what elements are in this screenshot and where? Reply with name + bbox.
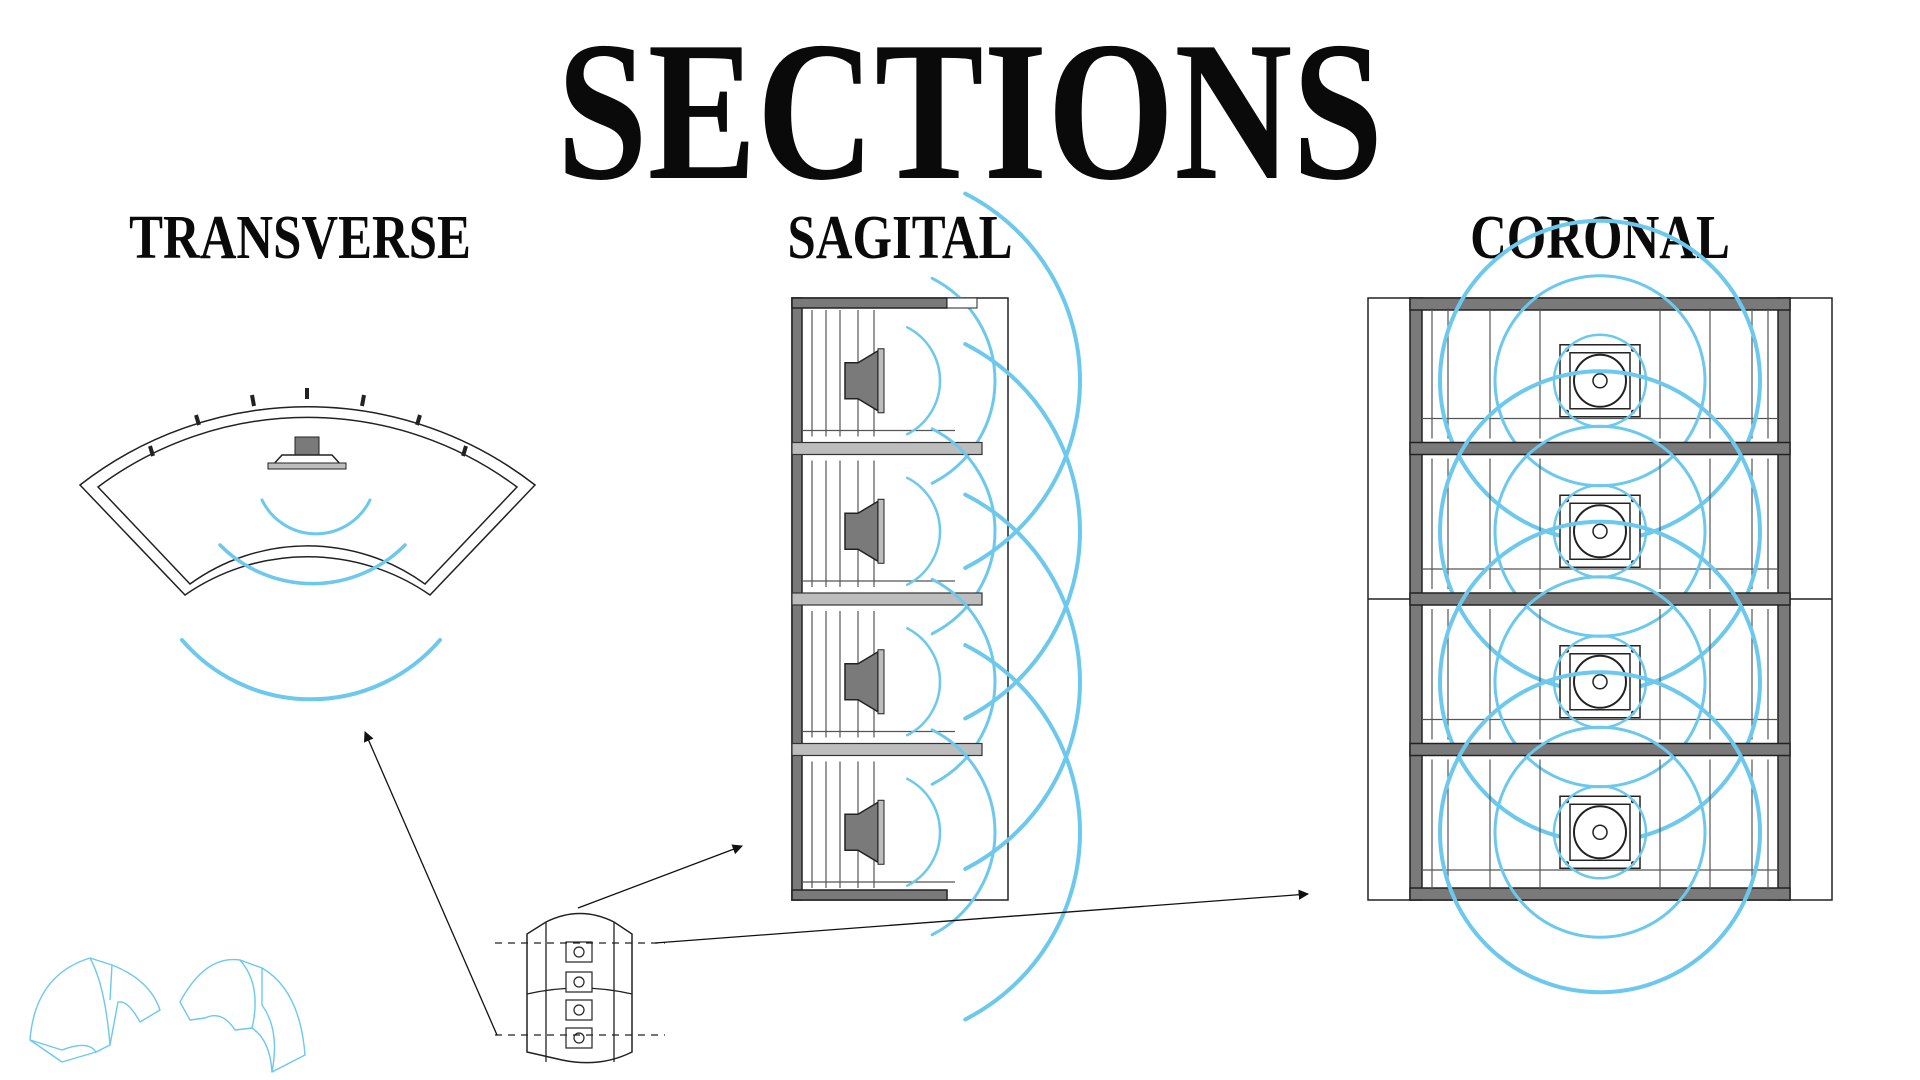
arrow-to-coronal [654,889,1310,944]
arrow-to-transverse [363,731,498,1036]
sagital-driver-cone [877,649,885,715]
section-arrows [363,731,1310,1036]
sagital-top-wall [791,297,948,309]
coronal-driver-dust-cap [1592,373,1608,389]
sagital-wave [905,326,942,436]
section-label-coronal: CORONAL [1470,203,1730,272]
sagital-wave [930,728,997,937]
transverse-waves [180,498,442,702]
sagital-wave [930,577,997,786]
coronal-driver-dust-cap [1592,674,1608,690]
sagital-shelf [791,742,983,757]
transverse-section [78,388,537,702]
sagital-shelf [791,592,983,606]
coronal-top-wall [1409,297,1791,311]
stack-isometric-icon [495,912,665,1064]
transverse-shell [78,406,537,596]
sagital-section [791,191,1082,1022]
sagital-driver-cone [877,498,885,564]
sagital-wave [930,427,997,636]
transverse-driver-icon [267,436,347,470]
coronal-shelf [1409,742,1791,757]
coronal-shelf [1409,441,1791,456]
horn-sketch-right [179,958,306,1073]
coronal-section [1367,218,1833,995]
coronal-driver-dust-cap [1592,824,1608,841]
page-title: SECTIONS [557,2,1383,222]
sagital-wave [963,191,1082,570]
sagital-wave [905,476,942,586]
sagital-top-cap [946,297,978,309]
sagital-wave [963,342,1082,721]
transverse-shell-inner [96,416,519,585]
coronal-wave [1493,725,1707,939]
sagital-bottom-wall [791,889,948,901]
sagital-wave [963,492,1082,871]
coronal-wave [1438,670,1762,995]
coronal-driver-dust-cap [1592,523,1608,540]
transverse-ribs [148,388,468,457]
coronal-wave [1552,785,1648,880]
sagital-wave [905,777,942,887]
coronal-bottom-wall [1409,887,1791,901]
arrow-to-sagital [577,844,743,909]
section-label-sagital: SAGITAL [787,203,1012,272]
horn-sketch-left [29,957,161,1063]
sagital-shelf [791,441,983,456]
sagital-wave [905,627,942,737]
sagital-wave [963,643,1082,1022]
sagital-driver-cone [877,348,885,414]
coronal-shelf [1409,592,1791,606]
sagital-driver-cone [877,799,885,865]
section-label-transverse: TRANSVERSE [129,203,471,272]
